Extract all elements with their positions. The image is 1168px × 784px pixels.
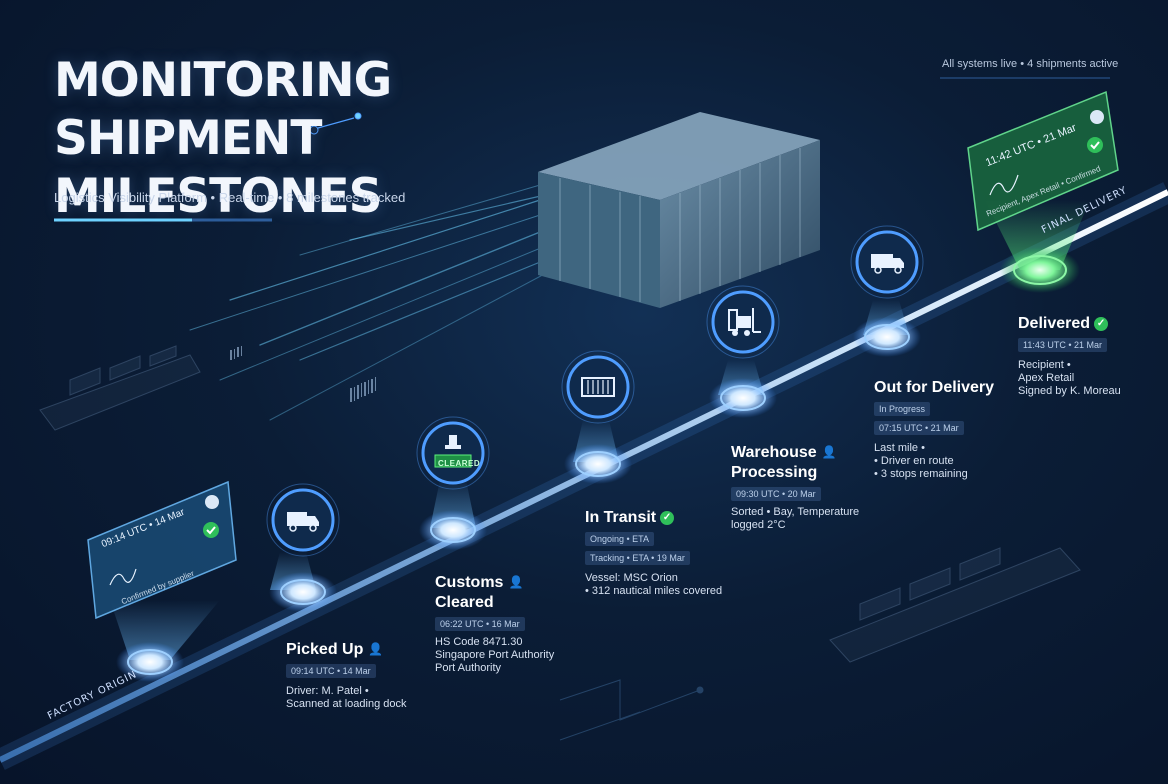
check-icon: ✓: [1094, 316, 1109, 331]
origin-card-panel: [87, 480, 237, 620]
milestone-detail: Last mile •: [874, 442, 925, 454]
milestone-detail: Singapore Port Authority: [435, 649, 555, 661]
milestone-delivered[interactable]: Delivered✓ 11:43 UTC • 21 Mar Recipient …: [1018, 314, 1121, 398]
milestone-detail: Apex Retail: [1018, 372, 1075, 384]
user-icon: 👤: [508, 575, 524, 590]
milestone-title: Out for Delivery: [874, 379, 995, 396]
final-card-panel: [967, 90, 1119, 232]
milestone-time: Tracking • ETA • 19 Mar: [585, 551, 690, 565]
milestone-detail: • Driver en route: [874, 455, 954, 467]
shipping-container-graphic: [538, 112, 820, 308]
node-picked-up: [269, 572, 337, 612]
milestone-title-line2: Cleared: [435, 594, 494, 611]
ship-silhouette-right: [829, 547, 1081, 663]
milestone-detail: Signed by K. Moreau: [1018, 385, 1121, 397]
user-icon: 👤: [368, 642, 384, 657]
data-streams: [189, 184, 553, 421]
milestone-title-line2: Processing: [731, 464, 818, 481]
route-nodes: [116, 247, 1080, 682]
milestone-title: Warehouse: [731, 444, 817, 461]
circuit-lines: [559, 679, 704, 741]
check-icon: ✓: [660, 510, 675, 525]
milestone-detail: Port Authority: [435, 662, 502, 674]
barcode-glyphs: [230, 346, 376, 402]
milestone-title: In Transit: [585, 509, 657, 526]
customs-stamp-icon: [416, 416, 490, 490]
milestone-detail: Vessel: MSC Orion: [585, 572, 678, 584]
milestone-warehouse-processing[interactable]: Warehouse 👤 Processing 09:30 UTC • 20 Mar…: [731, 443, 859, 532]
milestone-title: Delivered: [1018, 315, 1091, 332]
milestone-title: Picked Up: [286, 641, 364, 658]
milestone-detail: • 312 nautical miles covered: [585, 585, 723, 597]
truck-icon: [266, 483, 340, 557]
node-customs: [419, 510, 487, 550]
milestone-time: 11:43 UTC • 21 Mar: [1018, 338, 1108, 352]
node-out-for-delivery: [853, 317, 921, 357]
milestone-time: 09:30 UTC • 20 Mar: [731, 487, 821, 501]
milestone-detail: Driver: M. Patel •: [286, 685, 369, 697]
user-icon: 👤: [821, 445, 837, 460]
node-delivered: [1000, 247, 1080, 293]
forklift-icon: [706, 285, 780, 359]
node-in-transit: [564, 444, 632, 484]
milestone-title: Customs: [435, 574, 504, 591]
container-icon: [561, 350, 635, 424]
milestone-detail: • 3 stops remaining: [874, 468, 968, 480]
milestone-status: Ongoing • ETA: [585, 532, 655, 546]
milestone-detail: logged 2°C: [731, 519, 786, 531]
node-origin: [116, 642, 184, 682]
milestone-out-for-delivery[interactable]: Out for Delivery In Progress 07:15 UTC •…: [874, 378, 994, 481]
milestone-customs-cleared[interactable]: Customs 👤 Cleared 06:22 UTC • 16 Mar HS C…: [435, 573, 554, 675]
customs-stamp-label: CLEARED: [438, 459, 481, 468]
milestone-in-transit[interactable]: In Transit✓ Ongoing • ETA Tracking • ETA…: [585, 508, 722, 598]
delivery-van-icon: [850, 225, 924, 299]
milestone-detail: Sorted • Bay, Temperature: [731, 506, 860, 518]
node-warehouse: [709, 378, 777, 418]
milestone-time: 09:14 UTC • 14 Mar: [286, 664, 376, 678]
title-decoration: [54, 77, 1110, 222]
milestone-picked-up[interactable]: Picked Up 👤 09:14 UTC • 14 Mar Driver: M.…: [286, 640, 406, 711]
milestone-detail: Scanned at loading dock: [286, 698, 407, 710]
ship-silhouette-left: [39, 345, 201, 431]
milestone-status: In Progress: [874, 402, 931, 416]
milestone-time: 07:15 UTC • 21 Mar: [874, 421, 964, 435]
milestone-detail: HS Code 8471.30: [435, 636, 523, 648]
page-subtitle: Logistics Visibility Platform • Real-tim…: [54, 190, 406, 205]
system-status: All systems live • 4 shipments active: [942, 58, 1119, 70]
milestone-detail: Recipient •: [1018, 359, 1071, 371]
milestone-time: 06:22 UTC • 16 Mar: [435, 617, 525, 631]
page-title: MONITORING SHIPMENT MILESTONES: [54, 53, 392, 224]
